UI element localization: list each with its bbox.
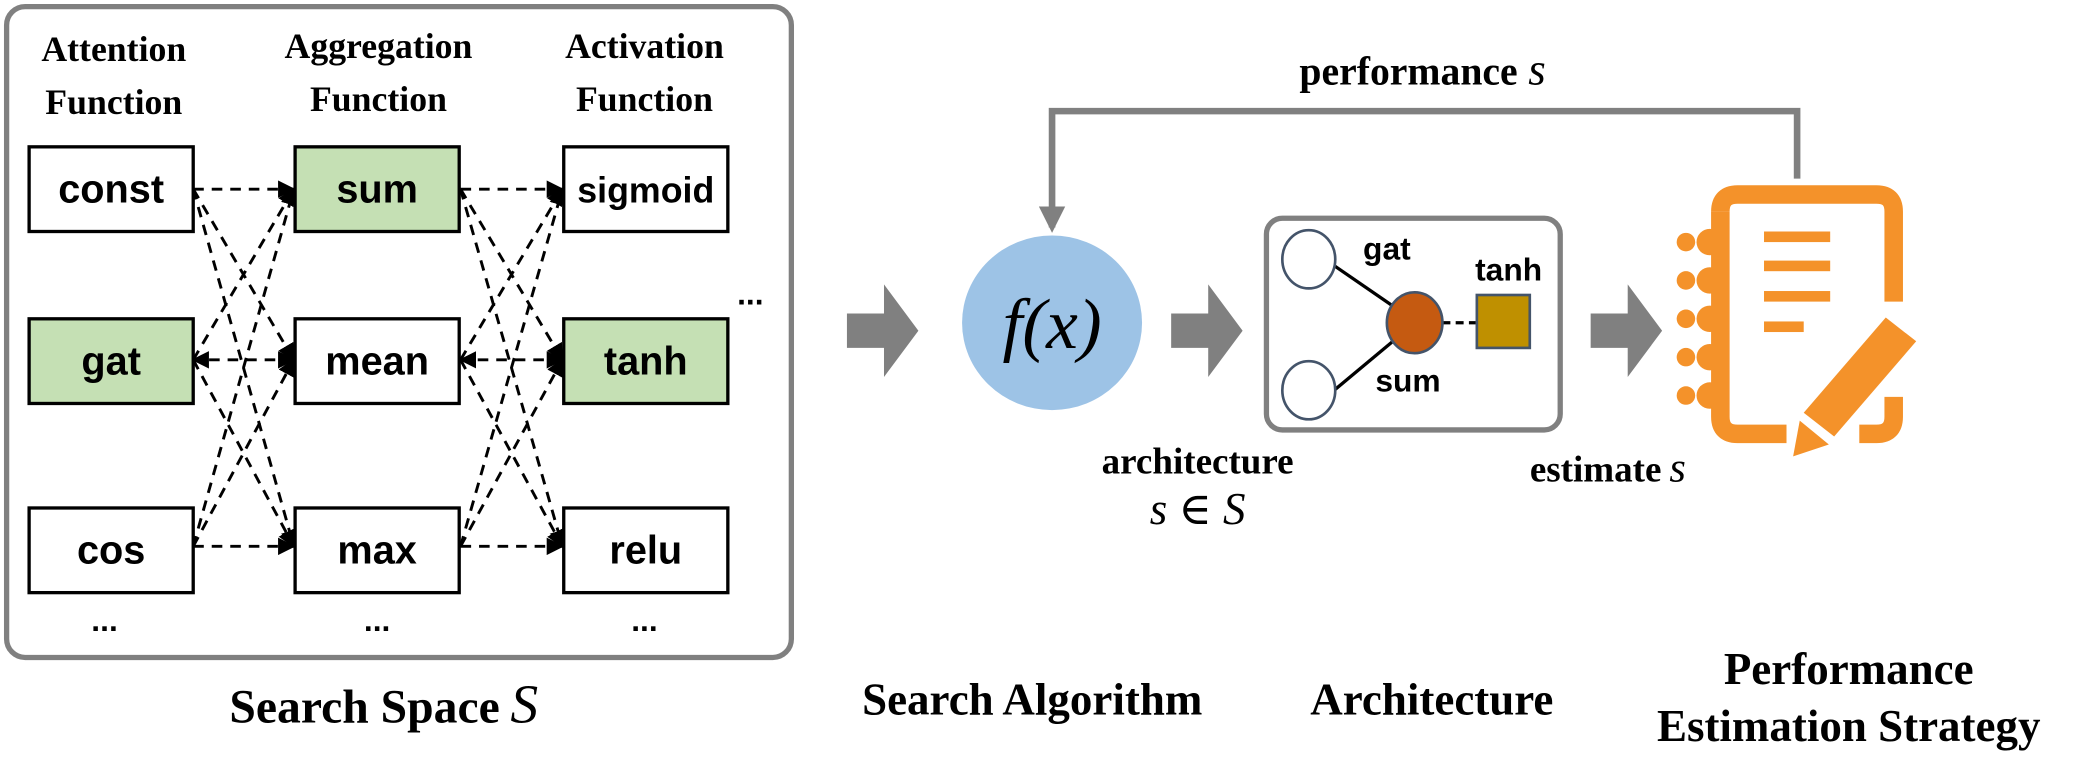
edge-mean-sigmoid <box>459 187 564 361</box>
input-node-top <box>1280 228 1337 290</box>
option-box-rect <box>562 506 730 595</box>
option-label: relu <box>609 529 682 573</box>
flow-arrow-space-to-algorithm <box>846 284 919 378</box>
edge-gat-sum <box>191 187 296 361</box>
column-header-attention-line1: Attention <box>41 29 186 69</box>
search-algorithm: f(x) Search Algorithm <box>862 235 1202 724</box>
architecture-edge-label: architecture <box>1102 442 1294 483</box>
aggregation-node-label: sum <box>1375 363 1440 399</box>
option-boxes: const gat cos sum mean max sigmoid tanh relu <box>27 145 730 595</box>
option-box-rect <box>27 317 195 406</box>
edge-mean-relu <box>459 359 564 548</box>
input-node-bottom <box>1280 359 1337 421</box>
feedback-arrow <box>1038 107 1801 233</box>
option-box-sigmoid: sigmoid <box>562 145 730 234</box>
performance-caption-line1: Performance <box>1724 644 1974 694</box>
option-label: cos <box>77 529 145 573</box>
option-box-sum: sum <box>293 145 461 234</box>
aggregation-node <box>1385 291 1444 355</box>
search-space-panel: Attention Function Aggregation Function … <box>3 3 795 661</box>
architecture: gat sum tanh architecture s ∈ S Architec… <box>1102 215 1563 724</box>
option-box-rect <box>293 506 461 595</box>
column-header-aggregation-line1: Aggregation <box>285 26 473 66</box>
architecture-set-membership: s ∈ S <box>1150 484 1246 534</box>
activation-node <box>1475 293 1532 350</box>
option-box-rect <box>293 317 461 406</box>
column-header-activation-line1: Activation <box>565 26 724 66</box>
option-label: sigmoid <box>577 170 714 210</box>
column-header-activation-line2: Function <box>576 79 713 119</box>
attention-to-aggregation-edges <box>191 180 298 556</box>
attention-node-label: gat <box>1363 230 1411 266</box>
flow-arrow-algorithm-to-architecture <box>1171 284 1243 378</box>
edge-cos-mean <box>191 358 296 548</box>
more-columns-ellipsis: ... <box>737 275 763 311</box>
column-header-attention-line2: Function <box>45 82 182 122</box>
option-box-rect <box>562 317 730 406</box>
column-header-aggregation-line2: Function <box>310 79 447 119</box>
notebook-pencil-icon <box>1676 185 1917 457</box>
flow-arrow-architecture-to-estimation <box>1590 284 1663 378</box>
search-algorithm-caption: Search Algorithm <box>862 674 1202 724</box>
option-label: max <box>337 529 416 573</box>
option-box-cos: cos <box>27 506 195 595</box>
edge-max-sigmoid <box>459 187 567 547</box>
search-algorithm-circle <box>962 235 1143 411</box>
option-label: mean <box>325 339 429 383</box>
edge-cos-sum <box>191 187 298 547</box>
attention-more-ellipsis: ... <box>91 602 117 638</box>
aggregation-more-ellipsis: ... <box>364 602 390 638</box>
search-algorithm-formula: f(x) <box>1002 285 1101 364</box>
option-label: gat <box>81 339 141 383</box>
edge-gat-max <box>191 359 296 548</box>
edge-input-bottom-to-agg <box>1331 337 1398 393</box>
activation-more-ellipsis: ... <box>631 602 657 638</box>
option-box-const: const <box>27 145 195 234</box>
option-box-relu: relu <box>562 506 730 595</box>
activation-node-label: tanh <box>1475 251 1542 287</box>
performance-caption-line2: Estimation Strategy <box>1657 701 2041 751</box>
option-label: const <box>58 167 164 211</box>
option-box-rect <box>562 145 730 234</box>
option-label: tanh <box>604 339 688 383</box>
edge-max-tanh <box>459 358 564 548</box>
option-box-rect <box>27 145 195 234</box>
option-box-tanh: tanh <box>562 317 730 406</box>
option-box-max: max <box>293 506 461 595</box>
option-box-gat: gat <box>27 317 195 406</box>
option-box-rect <box>27 506 195 595</box>
option-label: sum <box>336 167 418 211</box>
option-box-mean: mean <box>293 317 461 406</box>
architecture-caption: Architecture <box>1310 674 1553 724</box>
option-box-rect <box>293 145 461 234</box>
edge-input-top-to-agg <box>1331 263 1398 310</box>
aggregation-to-activation-edges <box>458 180 567 556</box>
